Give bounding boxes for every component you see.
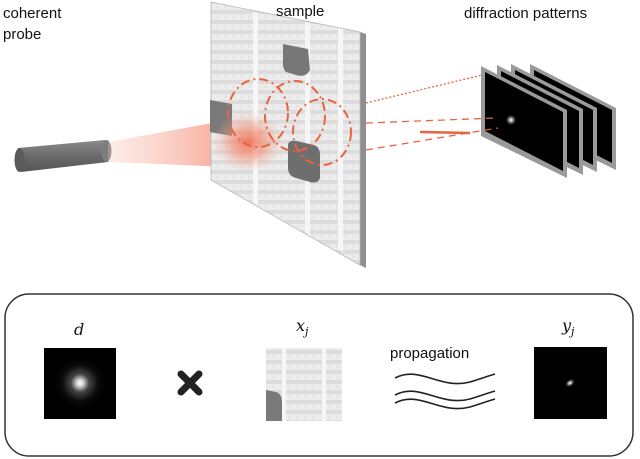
sample-symbol-base: x xyxy=(296,316,306,335)
diffraction-label: diffraction patterns xyxy=(464,5,588,22)
sample-symbol: xj xyxy=(296,316,308,338)
wave-lines-icon xyxy=(394,373,496,410)
beam-spot xyxy=(212,112,284,172)
diffraction-symbol-sub: j xyxy=(571,325,575,339)
probe-source xyxy=(14,140,112,172)
sample-patch-tile xyxy=(266,348,342,421)
multiply-icon xyxy=(177,370,203,396)
projection-lines xyxy=(365,74,499,151)
scan-positions xyxy=(227,78,352,166)
probe-symbol: d xyxy=(74,320,85,339)
diffraction-symbol-base: y xyxy=(562,316,572,335)
diffraction-stack xyxy=(481,64,616,178)
sample-slab xyxy=(210,1,366,268)
probe-label-line2: probe xyxy=(3,26,42,43)
diffraction-symbol: yj xyxy=(562,316,574,338)
sample-symbol-sub: j xyxy=(305,325,309,339)
probe-label-line1: coherent xyxy=(3,5,62,22)
propagation-label: propagation xyxy=(390,345,470,362)
sample-label: sample xyxy=(276,3,325,20)
